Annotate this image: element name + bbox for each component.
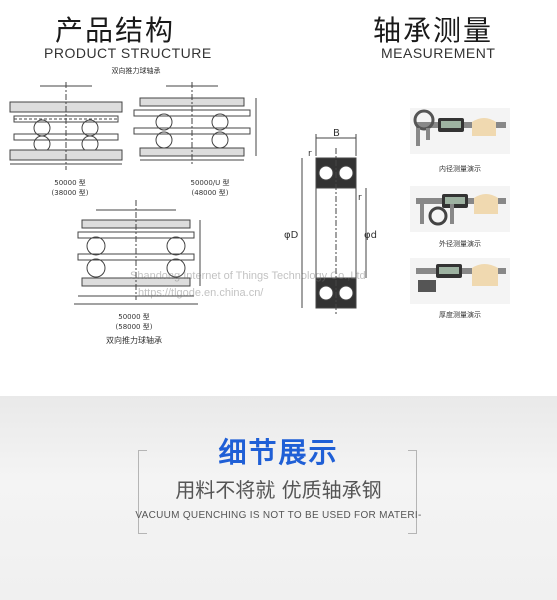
dim-r-side: r: [358, 193, 362, 203]
detail-title: 细节展示: [218, 436, 339, 469]
inner-diameter-photo: [410, 108, 510, 154]
right-bracket: [408, 450, 417, 534]
bearing-drawing-bottom: [74, 200, 201, 305]
dim-phi-d-inner: φd: [364, 230, 377, 241]
bearing-drawing-top-left: [9, 82, 123, 170]
top-right-type-label: 50000/U 型 (48000 型): [190, 179, 230, 197]
dim-r-top: r: [308, 149, 312, 159]
detail-english-text: VACUUM QUENCHING IS NOT TO BE USED FOR M…: [135, 510, 422, 521]
detail-subtitle: 用料不将就 优质轴承钢: [175, 478, 382, 502]
measurement-title: 轴承测量: [373, 14, 494, 47]
left-bracket: [138, 450, 147, 534]
inner-measure-caption: 内径测量演示: [439, 165, 481, 173]
thickness-photo: [410, 258, 510, 304]
watermark-url: https://tlgode.en.china.cn/: [138, 287, 264, 299]
diagram-caption: 双向推力球轴承: [111, 67, 161, 75]
product-structure-subtitle: PRODUCT STRUCTURE: [44, 45, 212, 61]
watermark-company: Shandong Internet of Things Technology C…: [130, 270, 366, 282]
measurement-subtitle: MEASUREMENT: [381, 45, 496, 61]
outer-diameter-photo: [410, 186, 510, 232]
bottom-type-label: 50000 型 (58000 型): [115, 313, 153, 331]
bearing-drawing-top-right: [133, 82, 257, 166]
bottom-caption: 双向推力球轴承: [106, 336, 162, 345]
thickness-measure-caption: 厚度测量演示: [439, 311, 481, 319]
dim-b: B: [333, 128, 340, 139]
top-left-type-label: 50000 型 (38000 型): [51, 179, 89, 197]
ball-bearing-section-diagram: B r r φD φd: [284, 128, 377, 314]
thrust-bearing-diagram: [9, 82, 257, 305]
dim-phi-d-outer: φD: [284, 230, 299, 241]
product-structure-title: 产品结构: [55, 14, 176, 47]
outer-measure-caption: 外径测量演示: [439, 240, 481, 248]
detail-section: [0, 396, 557, 600]
